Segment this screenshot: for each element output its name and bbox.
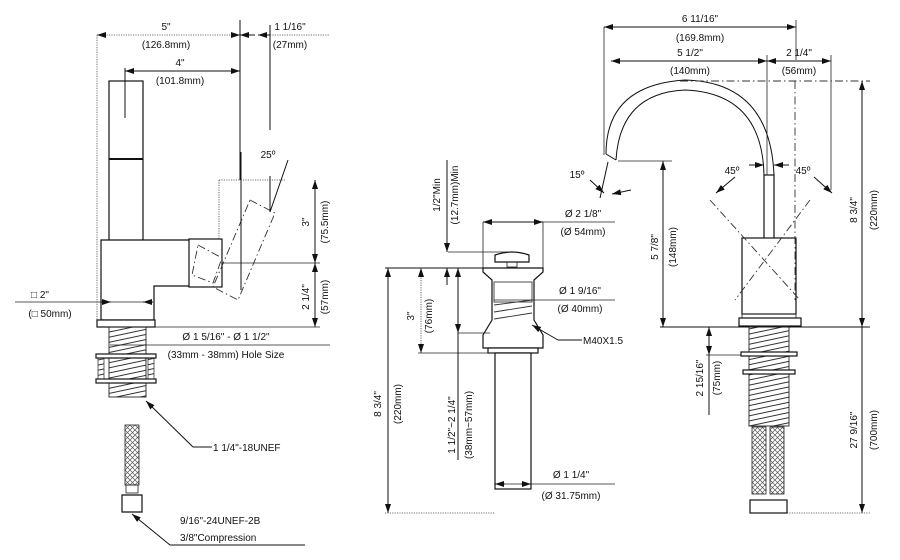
dim-body-height-metric: (76mm) [424,299,435,333]
dim-stopper-lift-metric: (12.7mm)Min [450,166,461,225]
dim-handle-height: 3" [301,217,312,227]
dim-base-to-handle-metric: (57mm) [320,280,331,314]
dim-base-square-metric: (□ 50mm) [28,309,71,320]
dim-spout-height-metric: (148mm) [668,227,679,267]
gooseneck-front-view: 6 11/16" (169.8mm) 5 1/2" (140mm) 2 1/4"… [570,14,880,514]
dim-max-deck-metric: (75mm) [712,361,723,395]
dim-handle-offset: 2 1/4" [786,48,812,59]
faucet-side-view: 5" (126.8mm) 1 1/16" (27mm) 4" (101.8mm)… [15,20,331,546]
dim-spout-reach-metric: (101.8mm) [156,76,204,87]
dim-drain-overall-length-metric: (220mm) [393,384,404,424]
dim-base-to-handle: 2 1/4" [301,284,312,310]
dim-hose-length: 27 9/16" [849,411,860,448]
dim-handle-angle-right: 45º [796,166,811,177]
dim-stopper-lift: 1/2"Min [432,178,443,212]
dim-cap-diameter: Ø 2 1/8" [565,209,602,220]
dim-gooseneck-reach: 5 1/2" [677,48,703,59]
dim-spout-tilt: 15º [570,170,585,181]
callout-drain-thread: M40X1.5 [583,336,623,347]
dim-tailpiece-diameter-metric: (Ø 31.75mm) [542,491,601,502]
dim-cap-diameter-metric: (Ø 54mm) [561,227,606,238]
drain-body [482,251,544,490]
dim-body-diameter: Ø 1 9/16" [559,286,601,297]
pop-up-drain-view: 1/2"Min (12.7mm)Min Ø 2 1/8" (Ø 54mm) Ø … [373,160,623,514]
dim-overall-reach: 5" [161,22,171,33]
dim-gooseneck-reach-metric: (140mm) [670,66,710,77]
dim-tailpiece-diameter: Ø 1 1/4" [553,470,590,481]
dim-overall-height-metric: (220mm) [869,190,880,230]
dim-max-deck: 2 15/16" [695,359,706,396]
dim-hole-size-metric: (33mm - 38mm) Hole Size [168,350,285,361]
callout-compression: 3/8"Compression [180,533,256,544]
dim-spout-height: 5 7/8" [650,234,661,260]
dim-handle-height-metric: (75.5mm) [320,201,331,244]
dim-handle-offset-metric: (56mm) [782,66,816,77]
dim-spout-to-handle: 1 1/16" [274,22,306,33]
gooseneck-body [605,79,811,514]
callout-supply-thread: 9/16"-24UNEF-2B [180,516,261,527]
dim-spout-to-handle-metric: (27mm) [273,40,307,51]
dim-overall-reach-metric: (126.8mm) [142,40,190,51]
dim-thread-range: 1 1/2"~2 1/4" [447,396,458,454]
callout-shank-thread: 1 1/4"-18UNEF [213,443,280,454]
dim-handle-angle: 25º [261,150,276,161]
dim-body-height: 3" [406,311,417,321]
faucet-side-body [96,80,289,328]
dim-overall-width-metric: (169.8mm) [676,33,724,44]
dim-hose-length-metric: (700mm) [869,410,880,450]
dim-hole-size: Ø 1 5/16" - Ø 1 1/2" [182,332,270,343]
dim-overall-width: 6 11/16" [682,14,719,25]
faucet-side-shank [95,326,157,513]
dim-body-diameter-metric: (Ø 40mm) [558,304,603,315]
dim-overall-height: 8 3/4" [849,197,860,223]
dim-spout-reach: 4" [175,58,185,69]
dim-base-square: □ 2" [31,290,49,301]
dim-drain-overall-length: 8 3/4" [373,391,384,417]
dim-handle-angle-left: 45º [725,166,740,177]
dim-thread-range-metric: (38mm~57mm) [464,391,475,459]
